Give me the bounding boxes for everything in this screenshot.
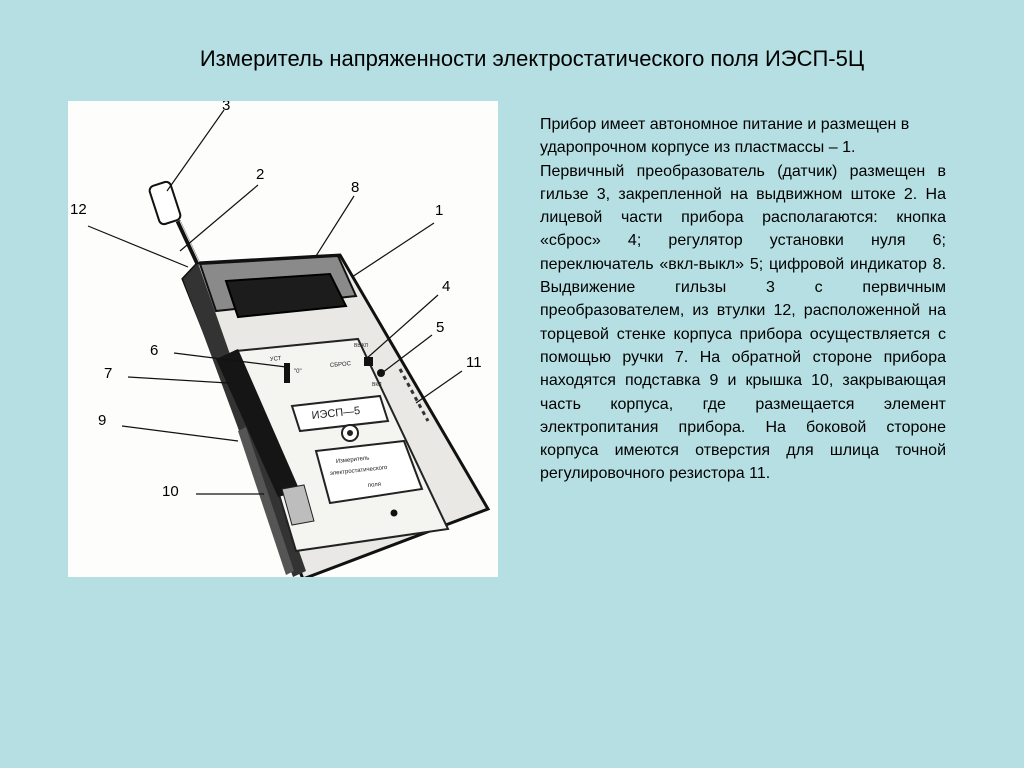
leader-2	[179, 184, 259, 252]
callout-12: 12	[70, 201, 87, 218]
leader-lines	[87, 109, 463, 495]
stand	[238, 427, 294, 575]
power-switch	[377, 369, 385, 377]
device-drawing: УСТ "0" СБРОС ВЫКЛ ВКЛ ИЭСП—5 Измеритель…	[70, 101, 491, 577]
callout-3: 3	[222, 101, 230, 114]
battery-cover	[281, 484, 315, 526]
callout-6: 6	[150, 342, 158, 359]
callout-10: 10	[162, 483, 179, 500]
reset-button	[364, 357, 373, 366]
leader-1	[351, 222, 435, 278]
side-slots	[398, 368, 430, 422]
leader-4	[365, 294, 439, 360]
callout-4: 4	[442, 278, 450, 295]
callout-11: 11	[466, 354, 482, 371]
plate-line-3: поля	[368, 482, 382, 489]
callout-5: 5	[436, 319, 444, 336]
name-plate	[314, 439, 424, 505]
description-text: Прибор имеет автономное питание и размещ…	[540, 113, 946, 486]
callout-7: 7	[104, 365, 112, 382]
leader-11	[415, 370, 463, 404]
model-plate	[290, 394, 390, 433]
rod	[175, 219, 201, 266]
description-paragraph-1: Прибор имеет автономное питание и размещ…	[540, 116, 910, 157]
callout-2: 2	[256, 166, 264, 183]
leader-12	[87, 225, 189, 268]
vkl-label: ВКЛ	[372, 382, 382, 388]
plate-line-1: Измеритель	[336, 456, 370, 465]
round-button-center	[347, 430, 353, 436]
zero-label: "0"	[294, 369, 302, 375]
slide-title: Измеритель напряженности электростатичес…	[199, 46, 865, 71]
leader-9	[121, 425, 239, 442]
leader-7	[127, 376, 229, 384]
rod-highlight	[179, 220, 200, 263]
slider-handle	[216, 349, 300, 497]
callout-1: 1	[435, 202, 443, 219]
leader-3	[166, 109, 225, 192]
model-label: ИЭСП—5	[311, 405, 361, 422]
callout-8: 8	[351, 179, 359, 196]
leader-5	[381, 334, 433, 374]
sensor-sleeve	[148, 180, 182, 226]
reset-label: СБРОС	[330, 361, 352, 369]
leader-8	[315, 195, 355, 257]
ust-label: УСТ	[270, 356, 282, 363]
vykl-label: ВЫКЛ	[354, 343, 368, 349]
leader-6	[173, 352, 287, 368]
zero-adjust-knob	[284, 363, 290, 383]
callout-9: 9	[98, 412, 106, 429]
device-figure: УСТ "0" СБРОС ВЫКЛ ВКЛ ИЭСП—5 Измеритель…	[68, 101, 498, 577]
digital-display	[224, 272, 348, 319]
bottom-screw	[390, 509, 398, 517]
description-paragraph-2: Первичный преобразователь (датчик) разме…	[540, 162, 946, 483]
